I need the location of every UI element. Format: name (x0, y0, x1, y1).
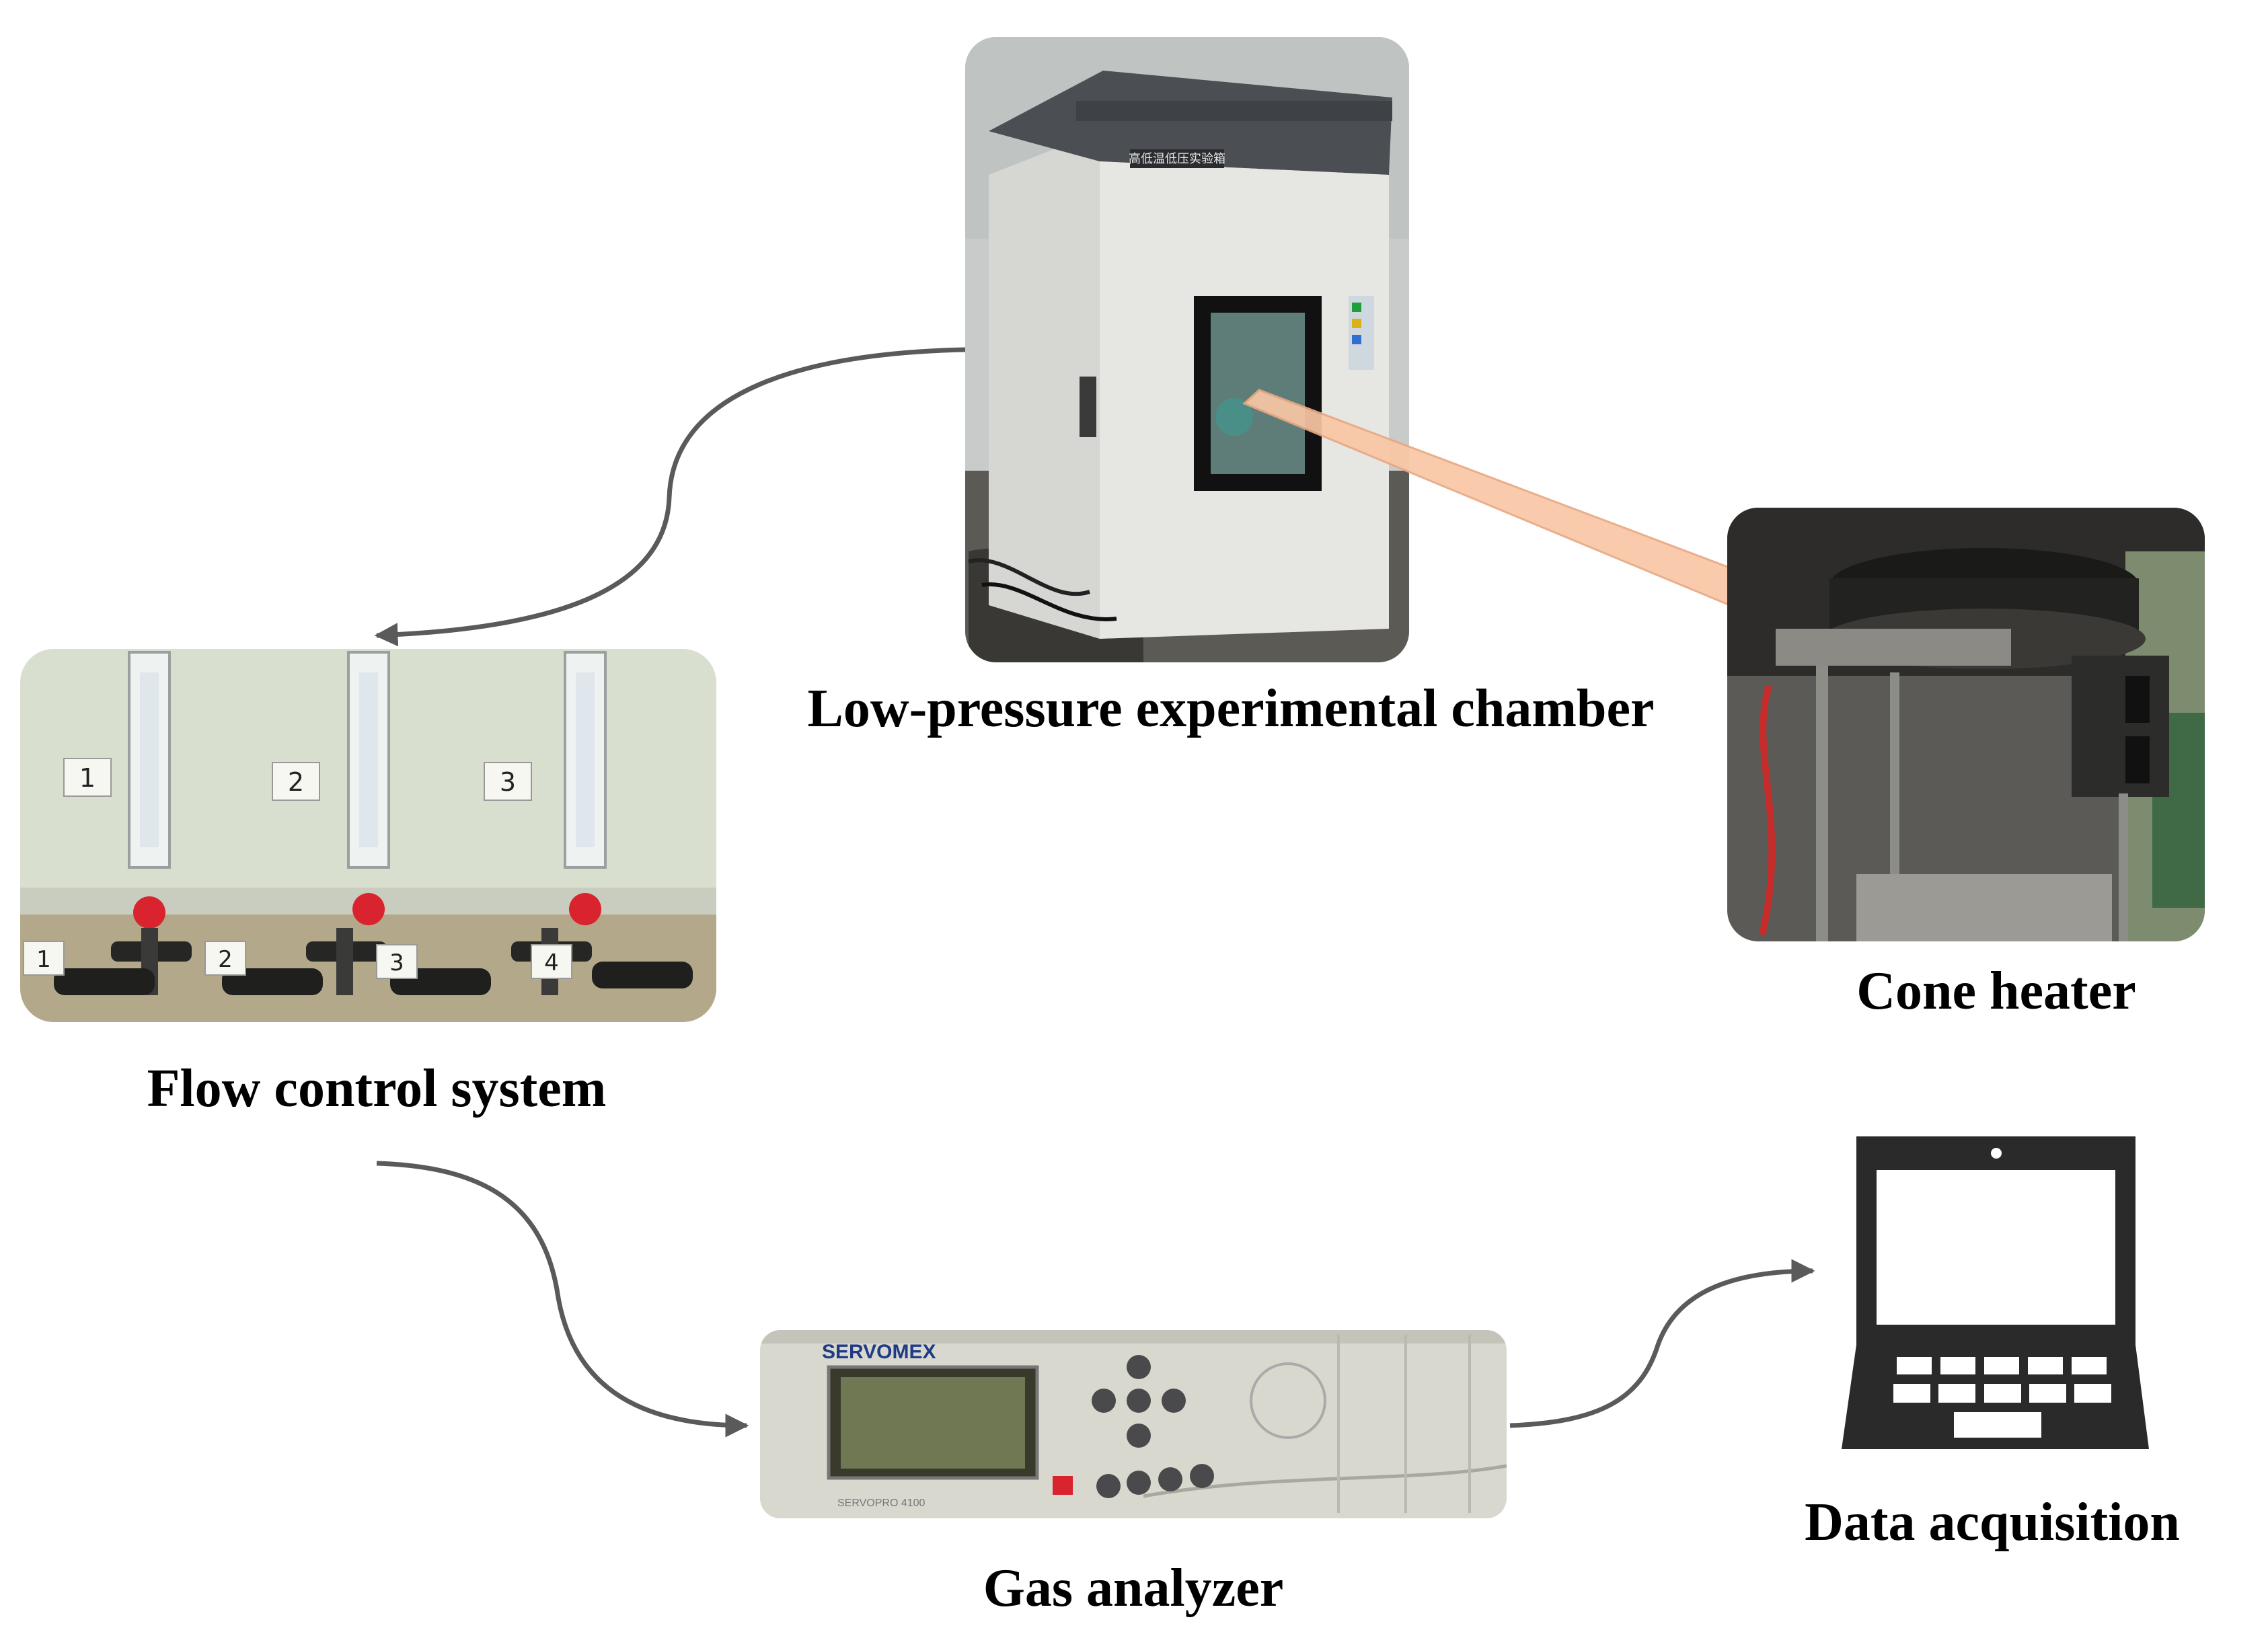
chamber-label: Low-pressure experimental chamber (807, 679, 1654, 738)
valve-number-3: 3 (389, 949, 404, 976)
flow-control-photo: 1 2 3 1 2 3 4 (20, 649, 716, 1022)
cone-heater-label: Cone heater (1856, 962, 2135, 1021)
chamber-panel-text: 高低温低压实验箱 (1129, 152, 1225, 166)
valve-number-1: 1 (36, 946, 51, 973)
arrow-chamber-to-flow (374, 347, 966, 647)
flowmeter-number-2: 2 (288, 767, 304, 797)
valve-number-4: 4 (544, 949, 559, 976)
laptop-icon (1842, 1136, 2149, 1449)
cone-heater-photo (1727, 508, 2205, 941)
flowmeter-2 (306, 651, 390, 995)
chamber-photo: 高低温低压实验箱 (965, 37, 1409, 662)
flowmeter-number-3: 3 (500, 767, 516, 797)
flow-control-label: Flow control system (147, 1059, 607, 1118)
arrow-flow-to-gas (376, 1161, 749, 1438)
gas-analyzer-photo: SERVOMEX SERVOPRO 4100 (760, 1330, 1507, 1518)
gas-analyzer-label: Gas analyzer (983, 1559, 1284, 1618)
arrow-gas-to-data (1509, 1259, 1815, 1428)
data-acquisition-label: Data acquisition (1805, 1493, 2180, 1552)
valve-number-2: 2 (218, 946, 233, 973)
analyzer-model: SERVOPRO 4100 (837, 1497, 925, 1509)
flowmeter-number-1: 1 (79, 763, 96, 793)
analyzer-brand: SERVOMEX (822, 1341, 936, 1363)
